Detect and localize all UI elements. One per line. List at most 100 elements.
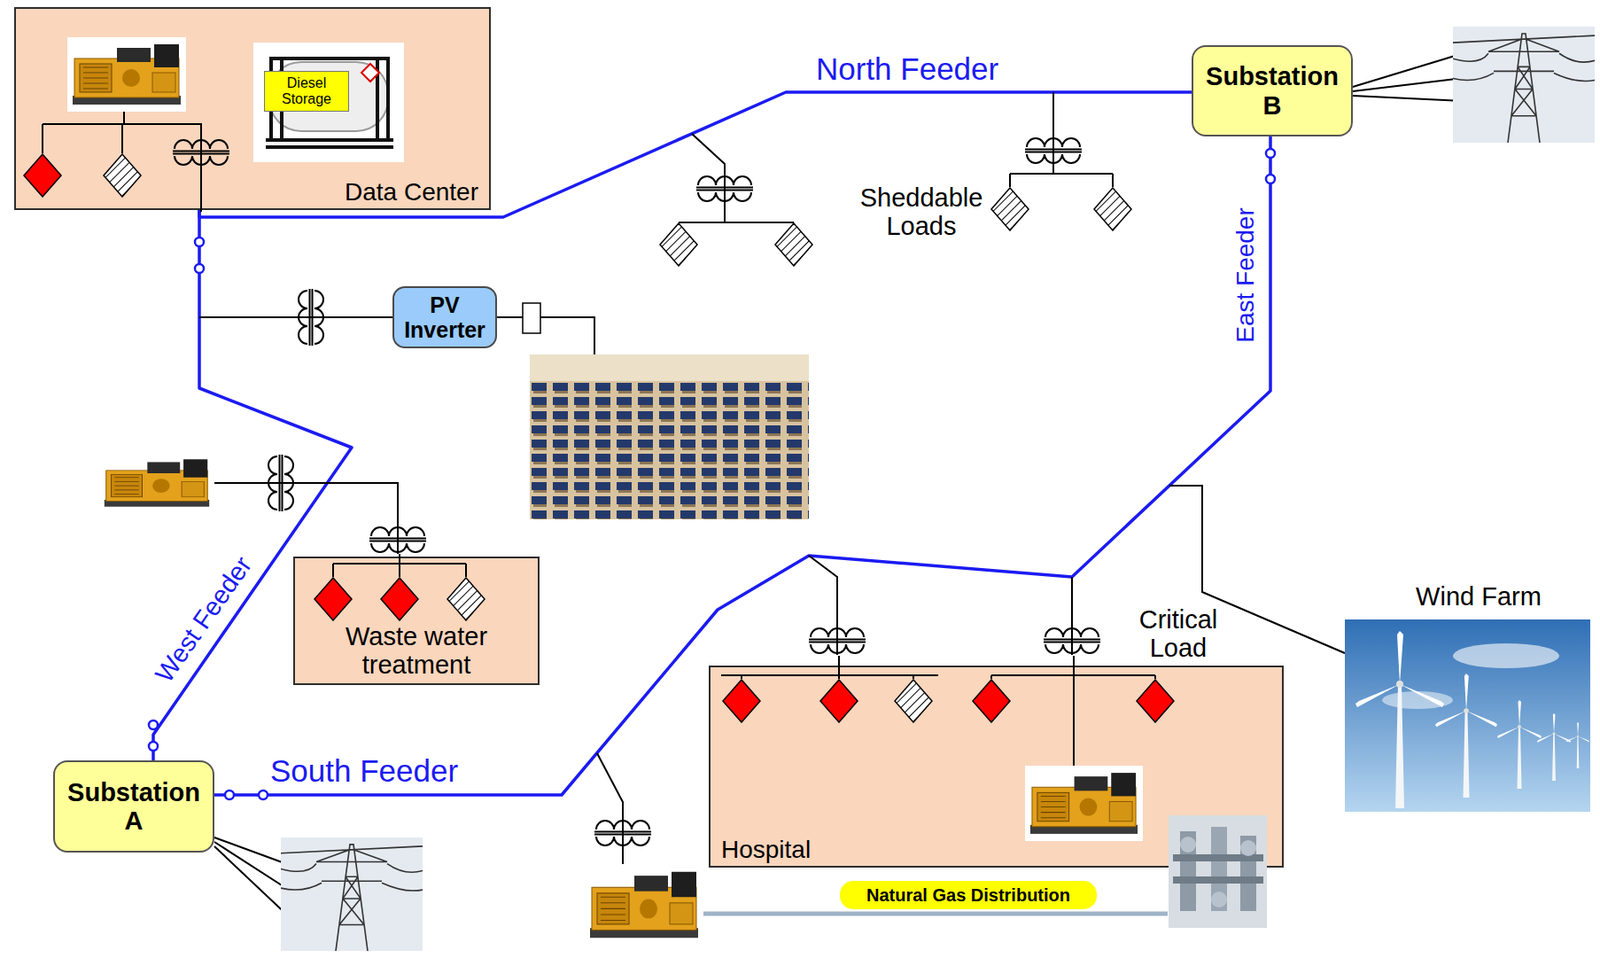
text-label: Wind Farm [1415,582,1542,611]
inverter-box: PV Inverter [392,286,498,349]
text-label: East Feeder [1231,207,1259,343]
critical-load-diamond [314,577,352,621]
critical-load-diamond [722,679,761,723]
transformer-symbol [268,454,294,512]
tap-wire [678,133,794,223]
gas-equipment-picture [1180,831,1197,911]
wind-farm-picture [1435,673,1498,798]
generator-icon [67,37,187,112]
transformer-symbol [172,139,230,165]
transformer-symbol [298,288,324,346]
node-label: Substation B [1201,62,1344,120]
solar-array-picture [529,354,809,520]
sheddable-load-diamond [894,679,933,723]
gas-pipe [703,911,1168,917]
gas-equipment-picture [1172,857,1264,880]
gas-equipment-picture [1180,836,1197,853]
tap-wire [214,482,398,554]
node-label: Hospital [721,835,811,863]
generator-icon [1025,765,1143,841]
text-label: Critical Load [1133,605,1223,663]
bus-wire [333,553,467,577]
node-label: Waste water treatment [305,621,528,680]
text-label-holder: East Feeder [1231,207,1259,343]
waste-water-region: Waste water treatment [293,556,540,685]
node-label: Diesel Storage [268,75,345,108]
tap-wire [199,316,393,319]
bus-wire [42,111,202,212]
switch-symbol [194,237,204,247]
sheddable-load-diamond [991,187,1029,231]
text-label-holder: Wind Farm [1415,582,1542,611]
node-label: Data Center [344,178,479,206]
wind-farm-picture [1344,619,1591,812]
gas-equipment-picture [1168,815,1267,928]
node-label: PV Inverter [402,292,488,342]
feeder-label: North Feeder [815,51,999,86]
transformer-symbol [1043,628,1101,653]
substation-box: Substation A [53,760,215,853]
switch-symbol [194,264,204,273]
disconnect-box [522,302,541,334]
gas-pill: Natural Gas Distribution [839,880,1097,909]
tap-wire [1009,92,1113,187]
switch-symbol [148,720,158,730]
switch-symbol [258,790,268,800]
tap-wire [597,753,623,864]
wind-farm-picture [1566,722,1590,769]
switch-symbol [1266,174,1275,184]
critical-load-diamond [1136,679,1174,723]
diesel-storage-tag: Diesel Storage [264,70,350,112]
substation-box: Substation B [1191,45,1353,137]
sheddable-load-diamond [775,223,813,266]
wind-farm-picture [1497,699,1542,789]
text-label-holder: Critical Load [1133,605,1223,663]
feeder-label-holder: North Feeder [815,51,999,86]
sheddable-load-diamond [447,577,485,621]
gas-equipment-picture [1168,815,1267,928]
gas-equipment-picture [1240,839,1257,856]
wire-group [199,53,1464,922]
node-label: Natural Gas Distribution [866,885,1071,905]
bus-wire [721,655,1156,766]
critical-load-diamond [820,679,858,723]
transmission-tower-icon [1452,26,1595,143]
solar-array-picture [529,354,809,520]
feeder-label-holder: West Feeder [149,551,257,688]
wind-farm-picture [1537,713,1571,781]
diesel-tank-picture [253,42,404,163]
tap-wire [808,555,1072,655]
transformer-symbol [808,628,866,653]
transformer-symbol [1025,138,1082,164]
switch-symbol [1266,148,1275,158]
gas-equipment-picture [1211,891,1228,908]
sheddable-load-diamond [103,154,141,197]
diesel-tank-picture [253,42,404,163]
feeder-label: West Feeder [149,551,257,688]
generator-icon [584,863,704,946]
solar-array-picture [529,354,809,381]
transformer-symbol [594,820,652,846]
solar-array-picture [529,380,809,520]
text-label: Sheddable Loads [854,183,988,241]
critical-load-diamond [380,577,419,621]
transmission-tower-icon [280,837,423,951]
transformer-symbol [369,527,427,552]
critical-load-diamond [972,679,1010,723]
tap-wire [497,317,595,355]
diesel-tank-picture [361,63,380,82]
sheddable-load-diamond [660,223,698,266]
gas-equipment-picture [1240,835,1257,911]
text-label-holder: Sheddable Loads [854,183,988,241]
hospital-region: Hospital [708,665,1284,868]
generator-icon [99,453,215,513]
transformer-symbol [696,176,754,202]
feeder-label: South Feeder [270,753,459,788]
wind-farm-picture [1355,630,1445,808]
switch-symbol [148,741,158,751]
data-center-region: Data Center Diesel Storage [14,7,491,210]
wind-farm-picture [1344,619,1591,812]
sheddable-load-diamond [1094,187,1132,231]
node-label: Substation A [62,777,205,836]
